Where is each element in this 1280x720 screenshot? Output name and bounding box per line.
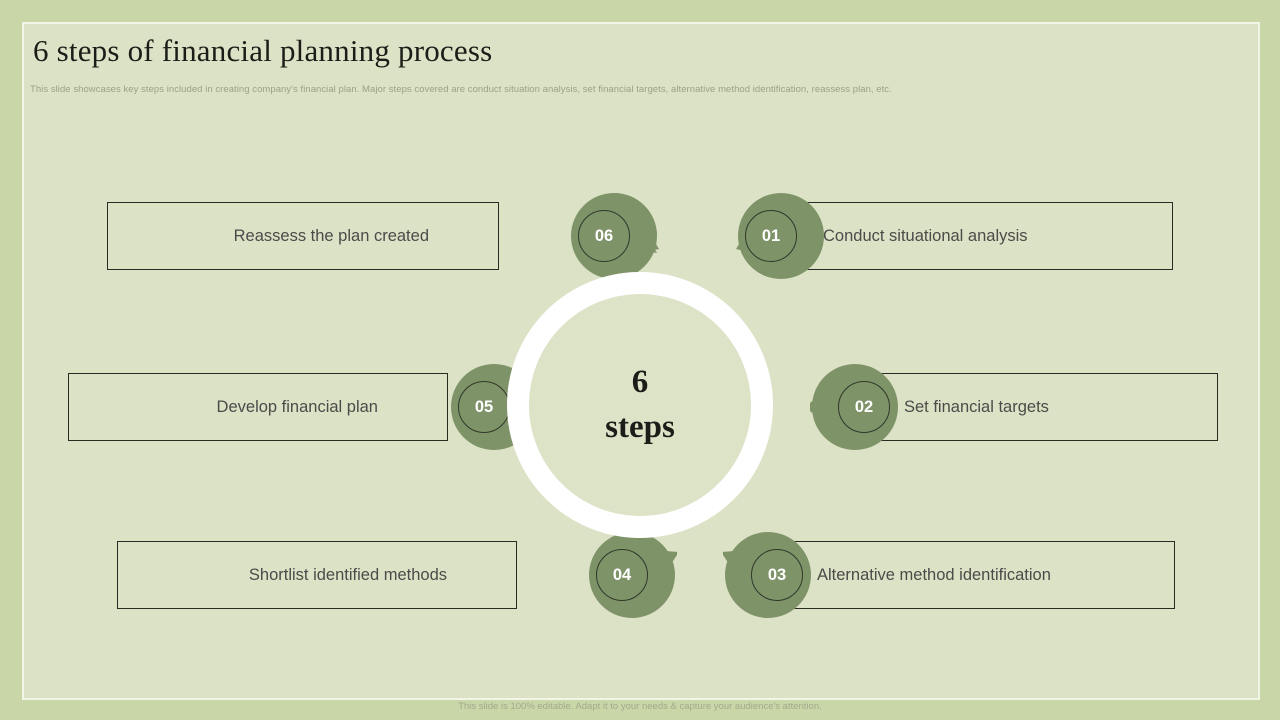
step-number-01[interactable]: 01 <box>745 210 797 262</box>
step-label-05: Develop financial plan <box>216 397 378 416</box>
step-box-04 <box>117 541 517 609</box>
step-label-04: Shortlist identified methods <box>248 565 447 584</box>
step-number-03[interactable]: 03 <box>751 549 803 601</box>
step-row-06[interactable]: Reassess the plan created 06 <box>107 191 659 281</box>
center-hub: 6 steps <box>507 272 773 538</box>
step-row-03[interactable]: 03 Alternative method identification <box>723 530 1175 620</box>
step-label-06: Reassess the plan created <box>233 226 429 245</box>
page-subtitle: This slide showcases key steps included … <box>30 84 892 95</box>
step-label-02: Set financial targets <box>904 397 1049 416</box>
footer-note: This slide is 100% editable. Adapt it to… <box>458 701 822 712</box>
step-number-06[interactable]: 06 <box>578 210 630 262</box>
step-label-03: Alternative method identification <box>817 565 1051 584</box>
center-hub-label: steps <box>605 409 675 445</box>
step-number-04[interactable]: 04 <box>596 549 648 601</box>
step-label-01: Conduct situational analysis <box>823 226 1028 245</box>
step-row-05[interactable]: Develop financial plan 05 <box>68 362 539 452</box>
step-row-02[interactable]: 02 Set financial targets <box>810 362 1218 452</box>
page-title: 6 steps of financial planning process <box>33 33 493 68</box>
step-box-06 <box>107 202 499 270</box>
step-number-02[interactable]: 02 <box>838 381 890 433</box>
step-row-04[interactable]: Shortlist identified methods 04 <box>117 530 677 620</box>
step-row-01[interactable]: 01 Conduct situational analysis <box>736 191 1176 281</box>
step-number-05[interactable]: 05 <box>458 381 510 433</box>
step-box-05 <box>68 373 448 441</box>
center-hub-number: 6 <box>631 364 649 401</box>
